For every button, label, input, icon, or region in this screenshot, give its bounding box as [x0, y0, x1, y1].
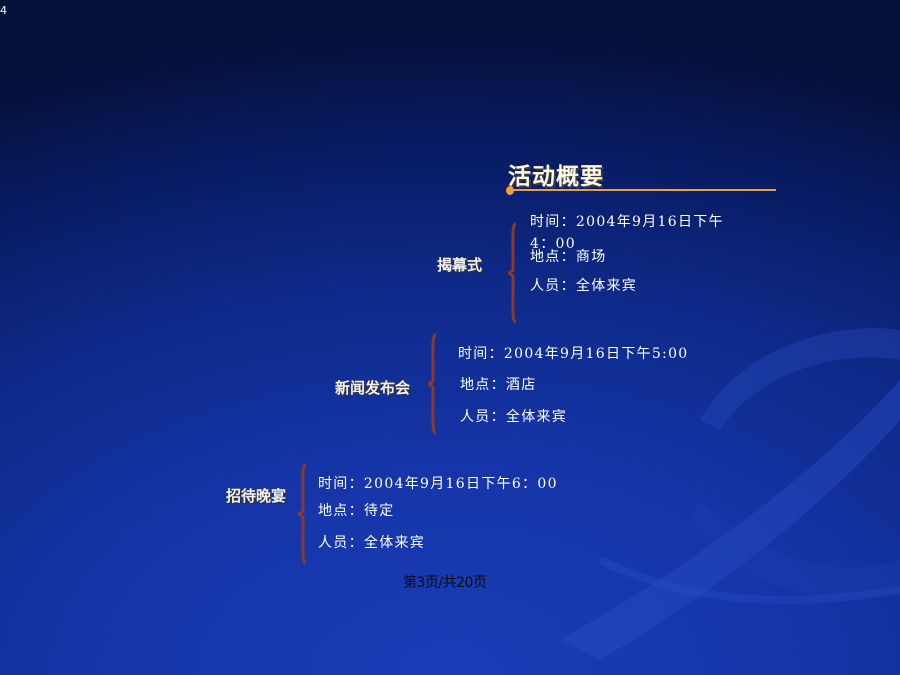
- slide-number: 4: [0, 4, 7, 17]
- event-time-banquet: 时间：2004年9月16日下午6：00: [318, 476, 558, 492]
- event-people-opening: 人员：全体来宾: [530, 278, 638, 294]
- event-place-banquet: 地点：待定: [318, 503, 395, 519]
- event-time-opening: 时间：2004年9月16日下午4：00: [530, 214, 724, 252]
- brace-opening: [508, 222, 517, 324]
- page-title: 活动概要: [508, 163, 604, 190]
- brace-banquet: [298, 463, 307, 565]
- event-name-opening: 揭幕式: [437, 256, 483, 274]
- event-name-banquet: 招待晚宴: [226, 487, 287, 505]
- brace-press-conference: [428, 333, 437, 435]
- event-place-press-conference: 地点：酒店: [460, 377, 537, 393]
- event-time-press-conference: 时间：2004年9月16日下午5:00: [458, 346, 689, 362]
- title-underline: [512, 189, 776, 191]
- event-people-press-conference: 人员：全体来宾: [460, 409, 568, 425]
- event-place-opening: 地点：商场: [530, 249, 607, 265]
- title-bullet-dot: [506, 186, 514, 195]
- event-people-banquet: 人员：全体来宾: [318, 535, 426, 551]
- page-counter: 第3页/共20页: [403, 575, 487, 591]
- event-name-press-conference: 新闻发布会: [335, 379, 411, 397]
